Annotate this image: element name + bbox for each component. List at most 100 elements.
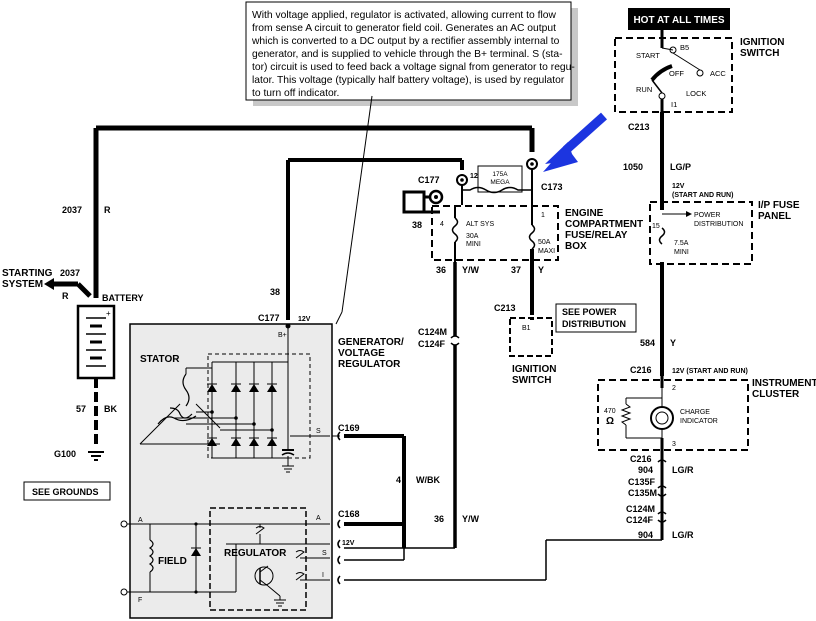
description-note: With voltage applied, regulator is activ… (245, 1, 578, 106)
ignition-switch-top: IGNITION SWITCH START B5 OFF ACC RUN LOC… (614, 37, 784, 132)
wire-number: 38 (270, 287, 280, 297)
fuse-rating: MINI (674, 249, 689, 256)
svg-text:which is converted to a DC out: which is converted to a DC output by a r… (251, 36, 560, 47)
terminal-label: F (138, 597, 142, 604)
generator-regulator-label: REGULATOR (338, 359, 401, 370)
instrument-cluster: C216 12V (START AND RUN) INSTRUMENT CLUS… (597, 365, 816, 540)
ip-fuse-panel: I/P FUSE PANEL POWER DISTRIBUTION 15 7.5… (649, 200, 800, 265)
wire-number: 57 (76, 404, 86, 414)
connector-label: C216 (630, 454, 652, 464)
wire-38: 38 (270, 158, 464, 320)
ignition-switch-label: SWITCH (740, 48, 779, 59)
connector-label: C216 (630, 365, 652, 375)
connector-label: C124M (418, 327, 447, 337)
rectifier-diodes (174, 362, 277, 458)
wire-color: Y (670, 338, 676, 348)
wire-2037: 2037 R (62, 125, 535, 298)
ground-label: G100 (54, 449, 76, 459)
pin-number: 1 (541, 212, 545, 219)
wire-number: 36 (436, 265, 446, 275)
wire-number: 584 (640, 338, 655, 348)
starting-system-label: SYSTEM (2, 279, 43, 290)
ign-acc-label: ACC (710, 69, 726, 78)
ip-fuse-panel-label: I/P FUSE (758, 200, 800, 211)
svg-text:With voltage applied, regulato: With voltage applied, regulator is activ… (252, 10, 556, 21)
wire-number: 37 (511, 265, 521, 275)
fuse-rating: MINI (466, 241, 481, 248)
field-label: FIELD (158, 556, 187, 567)
battery-label: BATTERY (102, 293, 144, 303)
wire-number: 904 (638, 465, 653, 475)
wire-color: Y/W (462, 265, 480, 275)
svg-text:to turn off indicator.: to turn off indicator. (252, 88, 339, 99)
ign-off-label: OFF (669, 69, 684, 78)
connector-label: C124F (418, 339, 446, 349)
connector-label: C124F (626, 515, 654, 525)
note-line: generator, and is supplied to vehicle th… (252, 49, 563, 60)
power-distribution-label: DISTRIBUTION (694, 221, 743, 228)
wire-color: Y (538, 265, 544, 275)
pin-number: 4 (440, 221, 444, 228)
wire-color: BK (104, 404, 117, 414)
wire-number: 36 (434, 514, 444, 524)
connector-label: C124M (626, 504, 655, 514)
blue-arrow-icon (543, 112, 608, 172)
starting-system-label: STARTING (2, 268, 53, 279)
connector-label: C213 (628, 122, 650, 132)
connector-label: C213 (494, 303, 516, 313)
fuse-rating: 50A (538, 239, 551, 246)
lower-wiring: C169 4 W/BK C168 36 Y/W 12V (332, 423, 662, 585)
hot-at-all-times-label: HOT AT ALL TIMES (633, 15, 724, 26)
charge-indicator-label: CHARGE (680, 409, 710, 416)
terminal-label: S (316, 428, 321, 435)
fuse-box-label: COMPARTMENT (565, 219, 643, 230)
generator: C177 12V B+ GENERATOR/ VOLTAGE REGULATOR… (120, 95, 404, 619)
resistor-value: 470 (604, 408, 616, 415)
generator-regulator-label: VOLTAGE (338, 348, 385, 359)
b-plus-label: B+ (278, 332, 287, 339)
generator-regulator-label: GENERATOR/ (338, 337, 404, 348)
mega-fuse-rating: MEGA (490, 179, 510, 186)
connector-label: C135M (628, 488, 657, 498)
connector-label: C177 (258, 313, 280, 323)
see-power-distribution[interactable]: SEE POWER (562, 307, 617, 317)
voltage-label: (START AND RUN) (672, 192, 733, 199)
battery-plus: + (106, 309, 111, 318)
ign-start-label: START (636, 51, 660, 60)
see-grounds-link[interactable]: SEE GROUNDS (32, 487, 99, 497)
voltage-label: 12V (470, 173, 483, 180)
mega-fuse-rating: 175A (492, 171, 508, 178)
wire-number: 38 (412, 220, 422, 230)
connector-label: C135F (628, 477, 656, 487)
instrument-cluster-label: CLUSTER (752, 389, 800, 400)
note-line: lator. This voltage (typically half batt… (252, 75, 565, 86)
note-line: from sense A circuit to generator field … (252, 23, 556, 34)
wire-number: 2037 (62, 205, 82, 215)
voltage-label: 12V (672, 183, 685, 190)
power-distribution-label: POWER (694, 212, 720, 219)
fuse-rating: 7.5A (674, 240, 689, 247)
voltage-label: 12V (298, 316, 311, 323)
ohm-symbol: Ω (606, 416, 614, 427)
terminal-label: A (138, 517, 143, 524)
battery-section: STARTING SYSTEM 2037 R BATTERY + 57 BK G… (2, 268, 144, 501)
stator-label: STATOR (140, 354, 180, 365)
ignition-switch-label: SWITCH (512, 375, 551, 386)
fuse-box-label: FUSE/RELAY (565, 230, 628, 241)
wire-37: C213 B1 IGNITION SWITCH SEE POWER DISTRI… (494, 249, 637, 386)
ign-b5-label: B5 (680, 43, 689, 52)
ignition-switch-label: IGNITION (740, 37, 784, 48)
svg-text:from sense A circuit to genera: from sense A circuit to generator field … (252, 23, 556, 34)
voltage-label: 12V (342, 540, 355, 547)
svg-text:lator. This voltage (typically: lator. This voltage (typically half batt… (252, 75, 565, 86)
wire-number: 2037 (60, 268, 80, 278)
fuse-box-label: BOX (565, 241, 587, 252)
svg-text:generator, and is supplied to: generator, and is supplied to vehicle th… (252, 49, 563, 60)
note-line: With voltage applied, regulator is activ… (252, 10, 556, 21)
fuse-rating: 30A (466, 233, 479, 240)
connector-label: C173 (541, 182, 563, 192)
terminal-label: A (316, 515, 321, 522)
wire-color: R (104, 205, 111, 215)
see-power-distribution[interactable]: DISTRIBUTION (562, 319, 626, 329)
